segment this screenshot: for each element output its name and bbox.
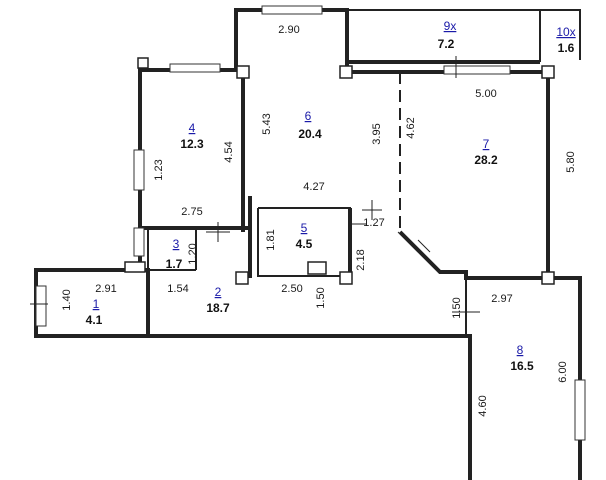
room-10x-area: 1.6 <box>558 41 575 55</box>
room-10x-number: 10х <box>556 25 575 39</box>
walls <box>34 8 582 480</box>
columns <box>124 57 555 285</box>
window-room3-side <box>133 227 145 257</box>
dim-1-50-b: 1.50 <box>451 297 463 318</box>
room-9x-area: 7.2 <box>438 37 455 51</box>
windows <box>35 5 586 441</box>
column-1 <box>236 65 250 79</box>
column-2 <box>339 65 353 79</box>
room-2-number: 2 <box>215 285 222 299</box>
room-1-area: 4.1 <box>86 313 103 327</box>
column-6 <box>339 271 353 285</box>
room-9x-number: 9х <box>444 19 457 33</box>
dim-4-62: 4.62 <box>405 117 417 138</box>
room-1-number: 1 <box>93 297 100 311</box>
room-4-number: 4 <box>189 121 196 135</box>
column-3 <box>541 65 555 79</box>
dim-1-27: 1.27 <box>363 217 384 229</box>
column-7 <box>137 57 149 69</box>
column-4 <box>541 271 555 285</box>
wall-lower <box>36 334 472 480</box>
dim-2-50: 2.50 <box>281 283 302 295</box>
wall-balcony-inner <box>345 10 540 64</box>
window-room1 <box>35 285 47 327</box>
dim-1-54: 1.54 <box>167 283 188 295</box>
wall-room6-top <box>234 8 349 72</box>
room-7-area: 28.2 <box>474 153 498 167</box>
window-room7 <box>443 65 511 75</box>
dim-2-18: 2.18 <box>355 249 367 270</box>
room-6-number: 6 <box>305 109 312 123</box>
dim-2-91: 2.91 <box>95 283 116 295</box>
window-room4 <box>169 63 221 73</box>
room-2-area: 18.7 <box>206 301 230 315</box>
room-7-number: 7 <box>483 137 490 151</box>
room-8-area: 16.5 <box>510 359 534 373</box>
dim-5-80: 5.80 <box>565 151 577 172</box>
dim-5-43: 5.43 <box>261 113 273 134</box>
room-3-area: 1.7 <box>166 257 183 271</box>
wall-balcony-outer <box>347 9 581 60</box>
window-room8-right <box>574 379 586 441</box>
vent-room3-a <box>124 261 146 273</box>
dim-6-00: 6.00 <box>557 361 569 382</box>
dim-1-81: 1.81 <box>265 229 277 250</box>
vent-room5 <box>307 261 327 275</box>
room-5-number: 5 <box>301 221 308 235</box>
room-8-number: 8 <box>517 343 524 357</box>
dim-1-20: 1.20 <box>187 243 199 264</box>
room-6-area: 20.4 <box>298 127 322 141</box>
window-room6 <box>261 5 323 15</box>
dim-3-95: 3.95 <box>371 123 383 144</box>
bay-inner-line <box>397 231 419 253</box>
dim-4-54: 4.54 <box>223 141 235 162</box>
tick-8 <box>417 239 431 253</box>
interior-walls <box>138 70 467 336</box>
window-room4-side <box>133 149 145 191</box>
dim-2-90: 2.90 <box>278 24 299 36</box>
room-5-area: 4.5 <box>296 237 313 251</box>
dim-5-00: 5.00 <box>475 88 496 100</box>
wall-room7-bay <box>398 230 548 280</box>
room-3-number: 3 <box>173 237 180 251</box>
dim-1-50-a: 1.50 <box>315 287 327 308</box>
column-5 <box>235 271 249 285</box>
dim-2-75: 2.75 <box>181 206 202 218</box>
dim-4-60: 4.60 <box>477 395 489 416</box>
room-4-area: 12.3 <box>180 137 204 151</box>
dim-4-27: 4.27 <box>303 181 324 193</box>
dim-1-23: 1.23 <box>153 159 165 180</box>
dim-1-40: 1.40 <box>61 289 73 310</box>
dim-2-97: 2.97 <box>491 293 512 305</box>
dimension-labels: 2.90 5.00 5.43 3.95 4.62 5.80 4.54 1.23 … <box>61 24 577 417</box>
dimension-ticks <box>30 56 480 313</box>
room-labels: 1 4.1 2 18.7 3 1.7 4 12.3 5 4.5 6 20.4 7… <box>86 19 576 373</box>
